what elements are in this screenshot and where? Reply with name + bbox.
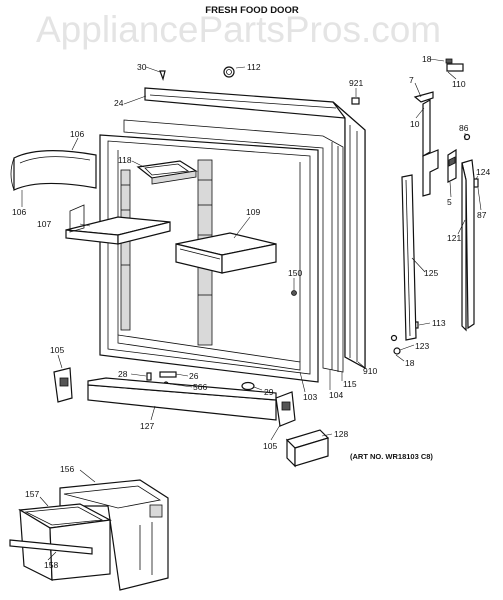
door-bottom-trim-127 [87,377,277,421]
shelf-cover-106 [10,150,97,191]
callout-103: 103 [303,392,317,402]
trim-125 [401,174,417,341]
bracket-105-right [275,391,296,427]
callout-158: 158 [44,560,58,570]
callout-29: 29 [264,387,274,397]
callout-10: 10 [410,119,420,129]
callout-30: 30 [137,62,147,72]
callout-107: 107 [37,219,51,229]
callout-104: 104 [329,390,343,400]
bracket-128 [285,429,330,468]
dairy-door-118 [136,160,198,185]
callout-118: 118 [118,155,132,165]
callout-105: 105 [263,441,277,451]
callout-18: 18 [422,54,432,64]
callout-labels: 18 110 30 112 921 7 10 24 106 106 118 86… [12,54,490,570]
callout-123: 123 [415,341,429,351]
watermark: AppliancePartsPros.com [36,9,441,50]
callout-150: 150 [288,268,302,278]
bracket-105-left [53,367,73,403]
callout-125: 125 [424,268,438,278]
art-number: (ART NO. WR18103 C8) [350,452,433,461]
callout-121: 121 [447,233,461,243]
callout-26: 26 [189,371,199,381]
callout-106: 106 [70,129,84,139]
callout-115: 115 [343,379,357,389]
callout-156: 156 [60,464,74,474]
callout-128: 128 [334,429,348,439]
callout-28: 28 [118,369,128,379]
outer-door-panel [144,87,366,370]
callout-105: 105 [50,345,64,355]
callout-113: 113 [432,318,446,328]
callout-110: 110 [452,79,466,89]
callout-921: 921 [349,78,363,88]
callout-7: 7 [409,75,414,85]
door-gasket [123,119,344,373]
handle-121 [461,159,475,332]
diagram-title: FRESH FOOD DOOR [205,5,299,16]
callout-127: 127 [140,421,154,431]
callout-24: 24 [114,98,124,108]
door-shelf-109 [175,232,277,274]
leader-lines [21,58,482,561]
hinge-bracket-7-10 [413,91,439,197]
callout-124: 124 [476,167,490,177]
callout-18: 18 [405,358,415,368]
callout-910: 910 [363,366,377,376]
hinge-5 [447,148,457,183]
door-bin-107 [65,204,171,245]
callout-86: 86 [459,123,469,133]
callout-5: 5 [447,197,452,207]
callout-112: 112 [247,62,261,72]
bin-handle-158 [9,539,93,555]
callout-106: 106 [12,207,26,217]
callout-87: 87 [477,210,487,220]
callout-157: 157 [25,489,39,499]
callout-109: 109 [246,207,260,217]
callout-566: 566 [193,382,207,392]
